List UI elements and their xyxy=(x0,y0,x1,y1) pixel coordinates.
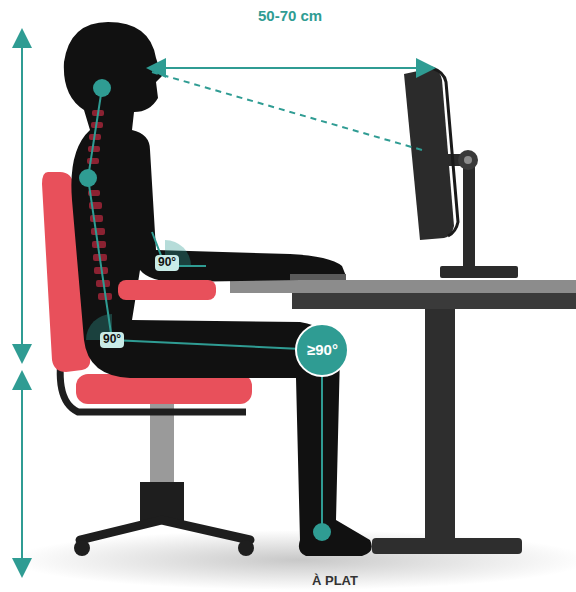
feet-note: À PLAT xyxy=(312,574,358,589)
distance-label: 50-70 cm xyxy=(258,7,322,24)
knee-angle: ≥90° xyxy=(307,341,338,358)
hip-angle: 90° xyxy=(100,332,124,348)
elbow-angle: 90° xyxy=(155,255,179,271)
